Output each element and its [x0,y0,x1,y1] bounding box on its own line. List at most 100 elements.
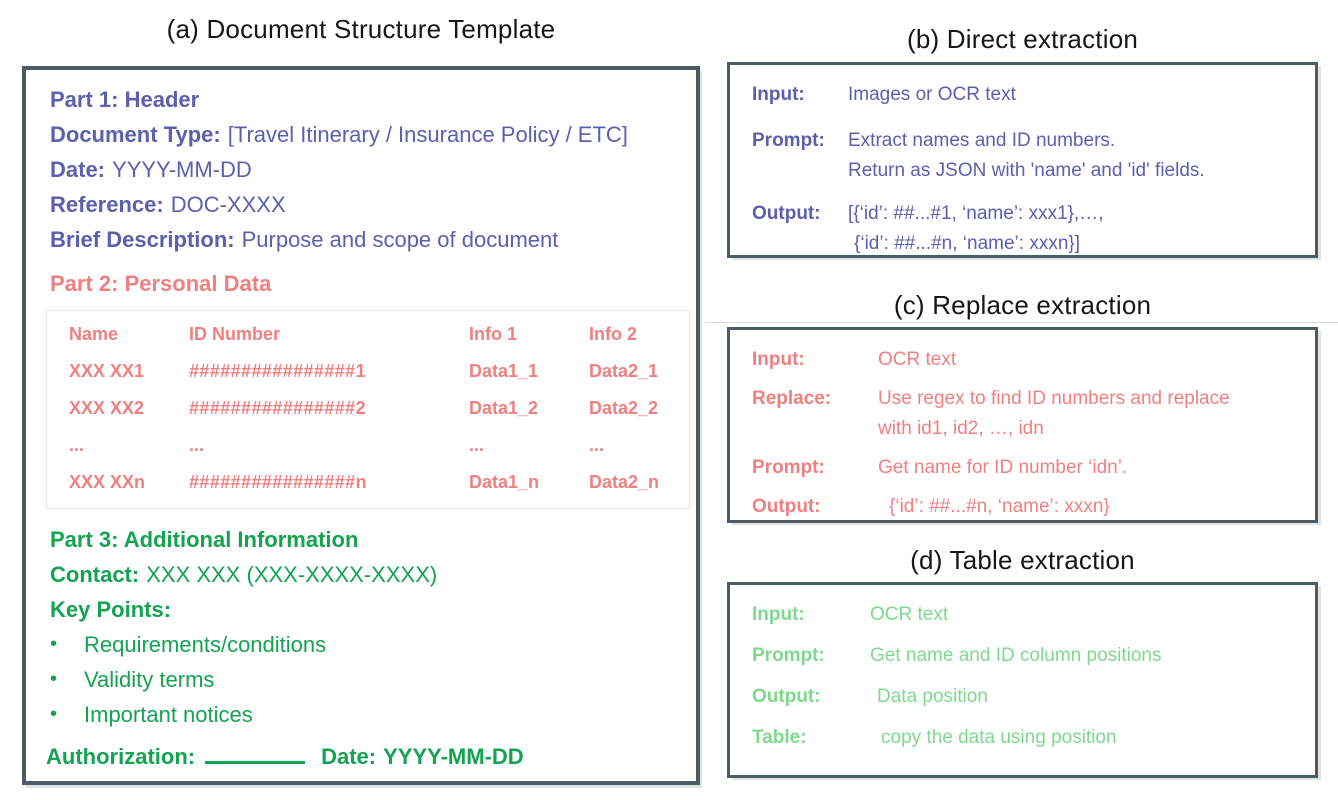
value-line: {‘id’: ##...#n, ‘name’: xxxn} [889,496,1110,517]
field-reference: Reference:DOC-XXXX [50,187,688,222]
cell-id: ################1 [189,361,366,381]
output-row: Output: [{‘id’: ##...#1, ‘name’: xxx1},…… [752,199,1305,259]
value-line: with id1, id2, …, idn [878,418,1044,439]
row-value: Images or OCR text [848,80,1016,110]
value-line: Extract names and ID numbers. [848,130,1116,151]
key-point-text: Important notices [84,702,253,727]
cell-name: XXX XX2 [69,398,145,418]
bullet-icon: • [50,633,58,655]
key-point-item: • Validity terms [50,662,688,697]
panel-a-title: (a) Document Structure Template [166,14,556,44]
cell-id: ################2 [189,398,366,418]
cell-info2: Data2_1 [589,361,659,381]
field-value: DOC-XXXX [170,192,286,217]
row-label: Prompt: [752,457,825,478]
authorization-underline [205,746,306,764]
value-line: Use regex to find ID numbers and replace [878,388,1230,409]
row-value: Data position [870,682,988,712]
contact-value: XXX XXX (XXX-XXXX-XXXX) [146,562,438,587]
prompt-row: Prompt: Get name for ID number ‘idn’. [752,453,1305,483]
field-document-type: Document Type:[Travel Itinerary / Insura… [50,117,688,152]
value-line: Data position [877,686,988,707]
document-template-panel: Part 1: Header Document Type:[Travel Iti… [22,66,700,785]
field-date: Date:YYYY-MM-DD [50,152,688,187]
table-row-ellipsis: ... ... ... ... [69,427,679,464]
part3-heading: Part 3: Additional Information [50,527,359,552]
row-value: OCR text [878,345,956,375]
column-header-id: ID Number [189,324,281,344]
row-label: Input: [752,84,805,105]
cell-info1: Data1_1 [469,361,539,381]
replace-extraction-panel: Input: OCR text Replace: Use regex to fi… [727,327,1318,523]
table-header-row: Name ID Number Info 1 Info 2 [69,316,679,353]
cell-id: ################n [189,472,367,492]
column-header-name: Name [69,324,119,344]
cell-info1: Data1_2 [469,398,539,418]
row-label: Table: [752,727,807,748]
row-label: Input: [752,604,805,625]
panel-d-title: (d) Table extraction [910,545,1135,575]
cell-info1: Data1_n [469,472,540,492]
row-value: OCR text [870,600,948,630]
value-line: Get name and ID column positions [870,645,1162,666]
value-line: copy the data using position [881,727,1117,748]
cell-name: XXX XX1 [69,361,145,381]
field-value: [Travel Itinerary / Insurance Policy / E… [227,122,628,147]
row-value: Extract names and ID numbers. Return as … [848,126,1205,186]
key-point-text: Validity terms [84,667,215,692]
field-value: Purpose and scope of document [241,227,559,252]
field-label: Date: [50,157,106,182]
row-label: Output: [752,686,821,707]
input-row: Input: Images or OCR text [752,80,1305,110]
row-value: Use regex to find ID numbers and replace… [878,384,1230,444]
row-value: {‘id’: ##...#n, ‘name’: xxxn} [878,492,1110,522]
date-value: YYYY-MM-DD [383,744,524,769]
row-label: Output: [752,203,821,224]
value-line: {‘id’: ##...#n, ‘name’: xxxn}] [854,233,1081,254]
part2-heading: Part 2: Personal Data [50,271,272,296]
replace-row: Replace: Use regex to find ID numbers an… [752,384,1305,444]
value-line: OCR text [878,349,957,370]
direct-extraction-panel: Input: Images or OCR text Prompt: Extrac… [727,62,1318,258]
cell-id: ... [189,435,205,455]
key-points-heading: Key Points: [50,597,172,622]
field-label: Document Type: [50,122,221,147]
cell-info1: ... [469,435,485,455]
row-label: Replace: [752,388,832,409]
row-value: [{‘id’: ##...#1, ‘name’: xxx1},…, {‘id’:… [848,199,1104,259]
value-line: Get name for ID number ‘idn’. [878,457,1128,478]
field-brief-description: Brief Description:Purpose and scope of d… [50,222,688,257]
cell-name: XXX XXn [69,472,146,492]
authorization-line: Authorization: Date:YYYY-MM-DD [46,739,688,775]
table-row: XXX XX2 ################2 Data1_2 Data2_… [69,390,679,427]
bullet-icon: • [50,703,58,725]
contact-line: Contact:XXX XXX (XXX-XXXX-XXXX) [50,557,688,592]
cell-info2: Data2_n [589,472,660,492]
authorization-label: Authorization: [46,744,196,769]
panel-c-title: (c) Replace extraction [893,290,1152,320]
panel-b-title: (b) Direct extraction [906,24,1139,54]
divider-line [705,322,1338,323]
bullet-icon: • [50,668,58,690]
row-label: Prompt: [752,130,825,151]
column-header-info2: Info 2 [589,324,637,344]
column-header-info1: Info 1 [469,324,517,344]
key-point-item: • Requirements/conditions [50,627,688,662]
row-value: copy the data using position [870,723,1117,753]
prompt-row: Prompt: Extract names and ID numbers. Re… [752,126,1305,186]
input-row: Input: OCR text [752,345,1305,375]
row-value: Get name for ID number ‘idn’. [878,453,1127,483]
key-point-item: • Important notices [50,697,688,732]
key-point-text: Requirements/conditions [84,632,327,657]
field-label: Brief Description: [50,227,235,252]
date-label: Date: [321,744,377,769]
table-row: XXX XXn ################n Data1_n Data2_… [69,464,679,501]
value-line: OCR text [870,604,949,625]
part1-heading: Part 1: Header [50,87,200,112]
personal-data-table: Name ID Number Info 1 Info 2 XXX XX1 ###… [46,310,690,509]
cell-info2: Data2_2 [589,398,659,418]
row-label: Prompt: [752,645,825,666]
prompt-row: Prompt: Get name and ID column positions [752,641,1305,671]
cell-name: ... [69,435,85,455]
field-label: Reference: [50,192,164,217]
